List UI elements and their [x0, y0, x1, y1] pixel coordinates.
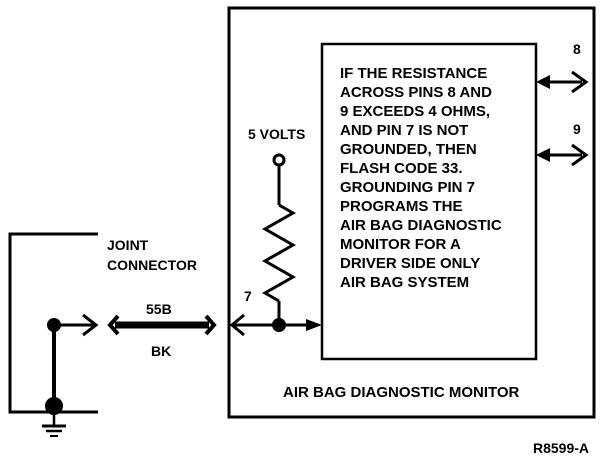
logic-note-line: AND PIN 7 IS NOT: [340, 122, 468, 139]
joint-connector-label-line1: JOINT: [107, 237, 149, 253]
monitor-module-box: [227, 6, 596, 419]
wire-color-label: BK: [151, 343, 171, 359]
pin-9-label: 9: [573, 121, 581, 137]
resistor-icon: [261, 203, 297, 303]
joint-pin-chevron: [82, 313, 99, 337]
ground-icon: [42, 325, 66, 437]
pin-9-arrow-icon: [536, 143, 589, 167]
pin-7-label: 7: [244, 288, 252, 304]
logic-block-box: [320, 42, 538, 361]
logic-note-line: PROGRAMS THE: [340, 198, 463, 215]
supply-terminal-icon: [272, 153, 286, 167]
logic-note-line: 9 EXCEEDS 4 OHMS,: [340, 103, 490, 120]
joint-connector-label-line2: CONNECTOR: [107, 257, 197, 273]
harness-wire-55b: [107, 314, 217, 336]
logic-note: IF THE RESISTANCE ACROSS PINS 8 AND 9 EX…: [340, 65, 502, 291]
logic-note-line: GROUNDED, THEN: [340, 141, 477, 158]
circuit-number-label: 55B: [146, 301, 172, 317]
logic-note-line: FLASH CODE 33.: [340, 160, 463, 177]
logic-note-line: AIR BAG DIAGNOSTIC: [340, 217, 502, 234]
figure-id-label: R8599-A: [533, 440, 589, 456]
logic-note-line: GROUNDING PIN 7: [340, 179, 475, 196]
logic-note-line: MONITOR FOR A: [340, 236, 461, 253]
logic-note-line: AIR BAG SYSTEM: [340, 274, 469, 291]
logic-note-line: DRIVER SIDE ONLY: [340, 255, 480, 272]
pin-8-label: 8: [573, 41, 581, 57]
module-name-label: AIR BAG DIAGNOSTIC MONITOR: [283, 384, 520, 401]
logic-note-line: IF THE RESISTANCE: [340, 65, 487, 82]
supply-voltage-label: 5 VOLTS: [248, 126, 305, 142]
pin-8-arrow-icon: [536, 70, 589, 94]
logic-note-line: ACROSS PINS 8 AND: [340, 84, 492, 101]
pin-7-arrowhead: [306, 319, 322, 331]
